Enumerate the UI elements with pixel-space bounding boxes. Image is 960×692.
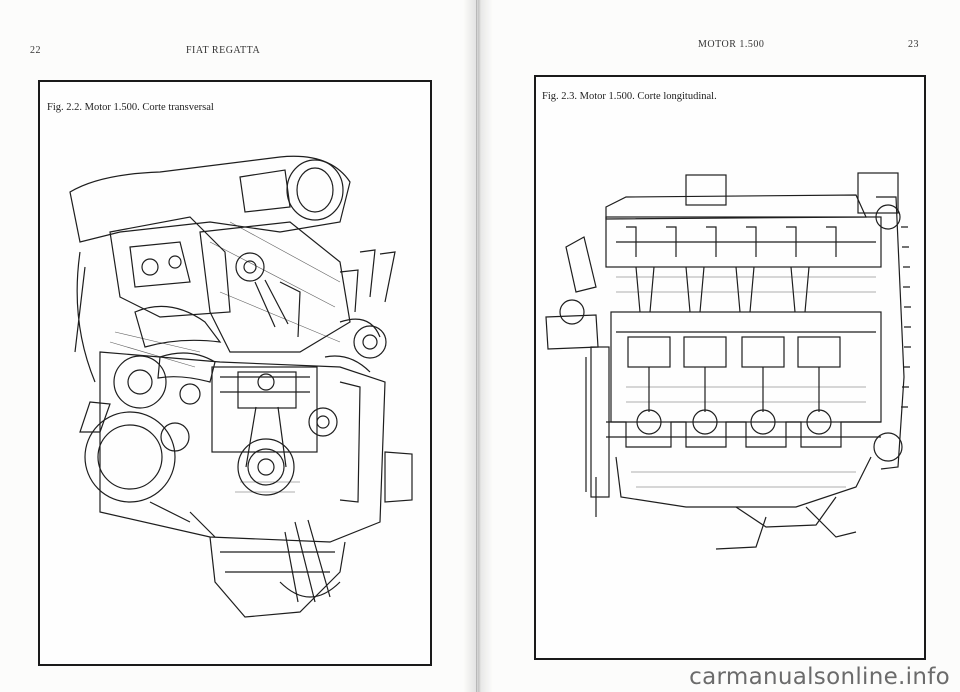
piston-2 <box>683 336 727 368</box>
connecting-rod <box>245 406 287 468</box>
left-figure-caption: Fig. 2.2. Motor 1.500. Corte transversal <box>47 102 214 113</box>
intake-duct <box>286 159 344 221</box>
left-figure-frame: Fig. 2.2. Motor 1.500. Corte transversal <box>38 80 432 666</box>
left-running-title: FIAT REGATTA <box>186 45 261 56</box>
carburettor <box>109 216 231 318</box>
right-page-number: 23 <box>908 39 919 50</box>
spark-plugs <box>339 249 396 313</box>
gutter-shadow <box>463 0 493 692</box>
right-page: MOTOR 1.500 23 Fig. 2.3. Motor 1.500. Co… <box>477 0 960 692</box>
air-intake <box>69 155 351 243</box>
left-page: 22 FIAT REGATTA Fig. 2.2. Motor 1.500. C… <box>0 0 477 692</box>
longitudinal-section-drawing <box>545 172 911 550</box>
timing-belt <box>876 196 905 470</box>
right-figure-frame: Fig. 2.3. Motor 1.500. Corte longitudina… <box>534 75 926 660</box>
cylinder-head <box>605 216 882 268</box>
piston-4 <box>797 336 841 368</box>
piston-1 <box>627 336 671 368</box>
engine-block <box>99 351 386 543</box>
right-figure-caption: Fig. 2.3. Motor 1.500. Corte longitudina… <box>542 91 717 102</box>
oil-sump <box>615 456 872 508</box>
cylinder-head <box>199 221 351 353</box>
distributor <box>565 236 597 293</box>
alternator <box>113 355 167 409</box>
piston <box>237 371 297 409</box>
valves <box>635 266 810 313</box>
crankshaft <box>606 421 881 448</box>
water-pump-pulley <box>84 411 176 503</box>
camshaft-cover <box>605 194 867 220</box>
piston-3 <box>741 336 785 368</box>
watermark: carmanualsonline.info <box>689 664 950 690</box>
flywheel <box>590 346 610 498</box>
camshaft <box>235 252 265 282</box>
oil-sump <box>209 536 346 618</box>
transverse-section-drawing <box>69 155 413 618</box>
right-running-title: MOTOR 1.500 <box>698 39 765 50</box>
crankshaft <box>237 438 295 496</box>
left-page-number: 22 <box>30 45 41 56</box>
